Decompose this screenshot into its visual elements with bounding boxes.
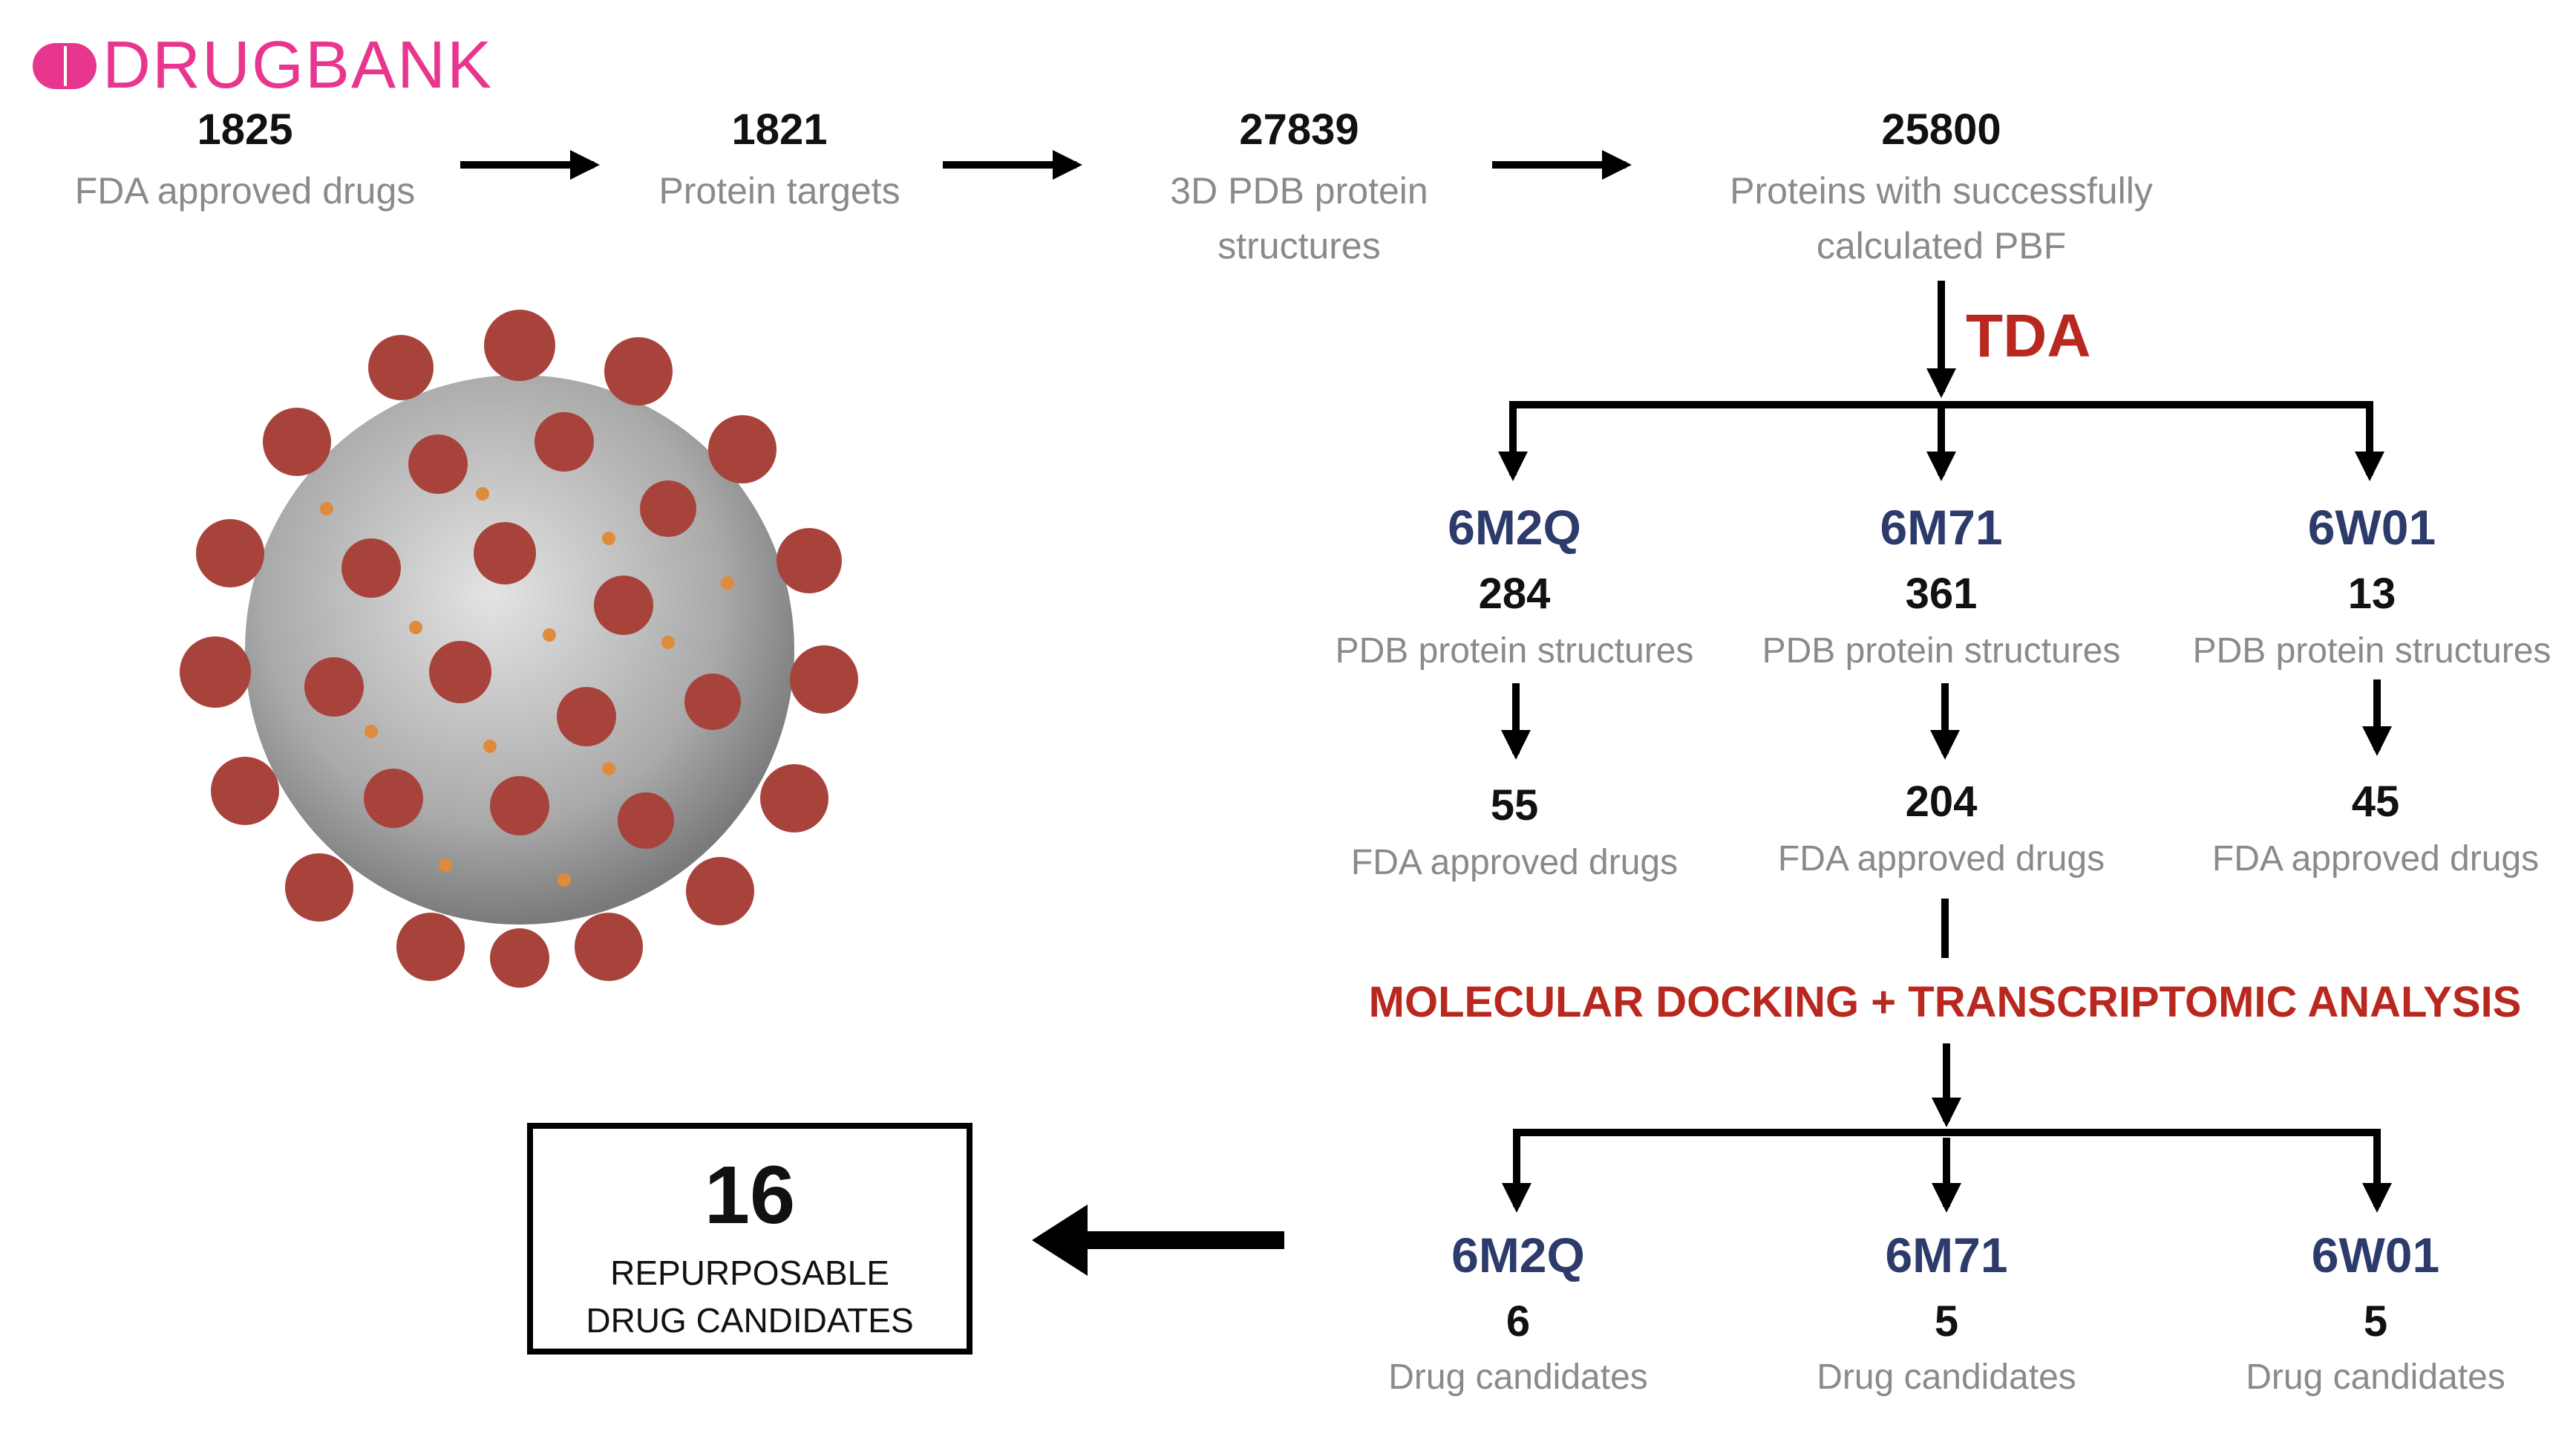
tda-label: TDA: [1966, 302, 2091, 370]
analysis-label: MOLECULAR DOCKING + TRANSCRIPTOMIC ANALY…: [1368, 978, 2522, 1026]
result-label: REPURPOSABLE DRUG CANDIDATES: [586, 1254, 914, 1340]
target-structures-label-6w01: PDB protein structures: [2192, 631, 2552, 671]
candidate-count-6m71: 5: [1934, 1297, 1959, 1346]
target-drugs-6m2q: 55: [1490, 781, 1539, 830]
top-value-3: 27839: [1239, 105, 1359, 154]
top-label-2: Protein targets: [658, 170, 900, 212]
target-pdb-6m2q: 6M2Q: [1448, 500, 1581, 555]
candidate-pdb-6w01: 6W01: [2311, 1228, 2440, 1283]
top-value-2: 1821: [731, 105, 828, 154]
candidate-count-6m2q: 6: [1506, 1297, 1531, 1346]
target-drugs-6w01: 45: [2351, 778, 2400, 826]
logo-text: DRUGBANK: [102, 28, 494, 102]
top-value-1: 1825: [197, 105, 293, 154]
target-structures-6w01: 13: [2347, 570, 2396, 618]
candidate-count-6w01: 5: [2363, 1297, 2388, 1346]
top-value-4: 25800: [1881, 105, 2001, 154]
candidate-pdb-6m71: 6M71: [1885, 1228, 2008, 1283]
top-label-3: 3D PDB protein structures: [1170, 170, 1428, 267]
target-structures-6m2q: 284: [1478, 570, 1551, 618]
candidate-label-6m2q: Drug candidates: [1388, 1358, 1648, 1397]
target-structures-label-6m71: PDB protein structures: [1762, 631, 2121, 671]
candidate-label-6m71: Drug candidates: [1817, 1358, 2076, 1397]
top-label-4: Proteins with successfully calculated PB…: [1730, 170, 2153, 267]
target-drugs-label-6m71: FDA approved drugs: [1777, 839, 2105, 879]
target-pdb-6w01: 6W01: [2307, 500, 2436, 555]
target-drugs-label-6w01: FDA approved drugs: [2211, 839, 2540, 879]
candidate-pdb-6m2q: 6M2Q: [1451, 1228, 1585, 1283]
target-structures-label-6m2q: PDB protein structures: [1335, 631, 1694, 671]
top-label-1: FDA approved drugs: [74, 170, 416, 212]
result-box: 16 REPURPOSABLE DRUG CANDIDATES: [527, 1123, 972, 1355]
pill-icon: [33, 43, 97, 89]
target-drugs-label-6m2q: FDA approved drugs: [1350, 843, 1678, 882]
candidate-label-6w01: Drug candidates: [2246, 1358, 2505, 1397]
target-pdb-6m71: 6M71: [1880, 500, 2003, 555]
target-structures-6m71: 361: [1905, 570, 1978, 618]
drugbank-logo: DRUGBANK: [31, 28, 536, 102]
coronavirus-illustration: [180, 310, 858, 988]
target-drugs-6m71: 204: [1905, 778, 1978, 826]
result-value: 16: [704, 1150, 796, 1241]
